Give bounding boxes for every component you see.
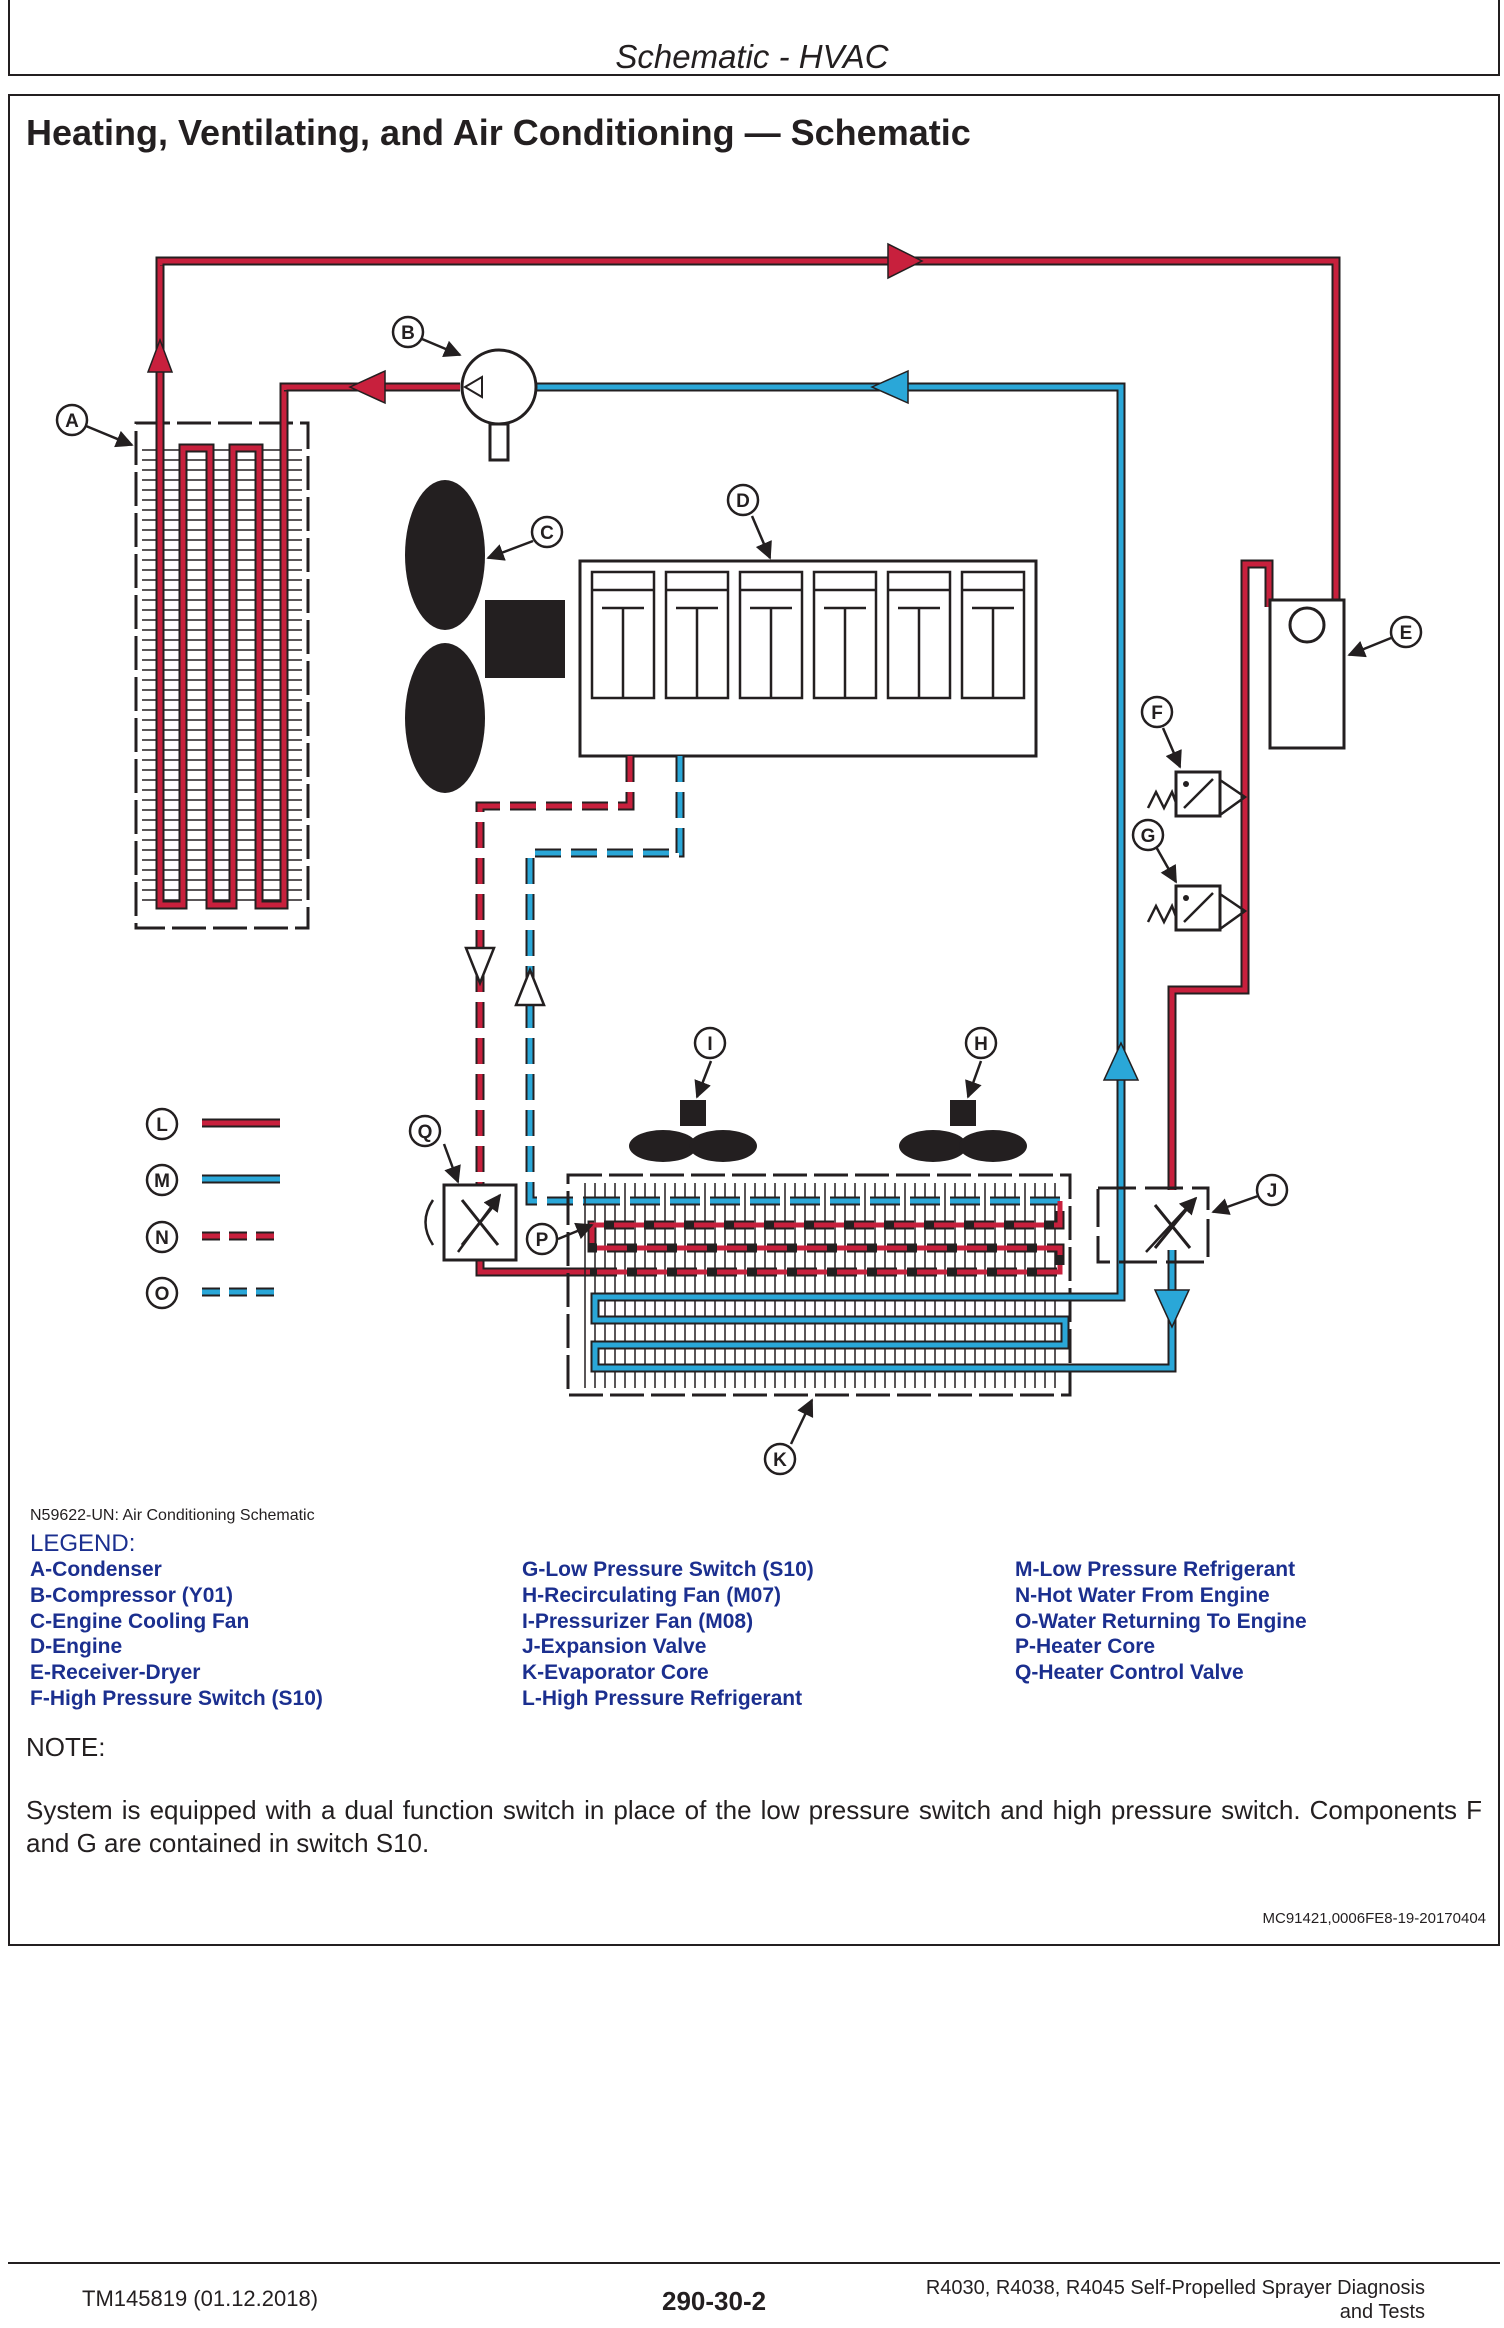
legend-item: N-Hot Water From Engine [1015,1583,1270,1607]
callout-d: D [736,491,750,512]
legend-item: H-Recirculating Fan (M07) [522,1583,782,1607]
flow-arrows [146,242,1191,1329]
footer-title-line-2: and Tests [1339,2301,1425,2323]
legend-item: O-Water Returning To Engine [1015,1609,1307,1633]
pressurizer-fan [629,1100,757,1162]
expansion-valve [1096,1186,1210,1264]
callout-p: P [536,1230,549,1251]
callout-circles [55,315,1423,1476]
note-heading: NOTE: [26,1732,106,1762]
heater-control-valve [424,1183,518,1262]
note-text: System is equipped with a dual function … [26,1795,1482,1858]
hvac-schematic-diagram: A B C D E F G H I J K L M N O P Q [55,242,1423,1476]
header-frame [8,0,1500,76]
callout-i: I [707,1034,712,1055]
callout-l: L [156,1115,168,1136]
low-pressure-switch [1146,884,1248,932]
legend-item: P-Heater Core [1015,1635,1156,1659]
legend-item: E-Receiver-Dryer [30,1661,201,1685]
legend-item: A-Condenser [30,1558,162,1581]
callout-leaders [85,337,1392,1445]
legend-item: Q-Heater Control Valve [1015,1661,1244,1685]
legend-item: K-Evaporator Core [522,1661,709,1685]
line-type-key [202,1118,280,1297]
recirculating-fan [899,1100,1027,1162]
figure-id: N59622-UN: Air Conditioning Schematic [30,1507,315,1524]
condenser [134,265,310,930]
callout-m: M [154,1171,170,1192]
receiver-dryer [1268,598,1346,750]
footer-divider [8,2262,1500,2264]
legend-item: I-Pressurizer Fan (M08) [522,1609,754,1633]
content-frame [8,94,1500,1946]
legend-item: M-Low Pressure Refrigerant [1015,1558,1296,1581]
callout-a: A [65,411,79,432]
legend-column-1: A-Condenser B-Compressor (Y01) C-Engine … [30,1557,323,1712]
callout-g: G [1141,826,1156,847]
high-pressure-lines [155,256,1341,1190]
callout-e: E [1400,623,1413,644]
legend-column-2: G-Low Pressure Switch (S10) H-Recirculat… [522,1557,814,1712]
evaporator-and-heater-core [566,1173,1077,1397]
engine [578,559,1038,758]
legend-item: C-Engine Cooling Fan [30,1609,250,1633]
callout-o: O [155,1284,170,1305]
section-title: Heating, Ventilating, and Air Conditioni… [26,112,971,153]
callout-b: B [401,323,415,344]
legend-heading: LEGEND: [30,1530,136,1557]
coolant-lines [464,756,685,1277]
high-pressure-switch [1146,770,1248,818]
page-header-title: Schematic - HVAC [615,38,889,75]
legend-item: B-Compressor (Y01) [30,1583,234,1607]
callout-n: N [155,1228,169,1249]
footer-page-number: 290-30-2 [662,2286,767,2316]
footer-title-line-1: R4030, R4038, R4045 Self-Propelled Spray… [925,2277,1425,2299]
legend-item: F-High Pressure Switch (S10) [30,1686,323,1710]
callout-h: H [974,1034,988,1055]
callout-q: Q [418,1122,433,1143]
callout-j: J [1267,1181,1278,1202]
document-code: MC91421,0006FE8-19-20170404 [1262,1910,1487,1927]
callout-f: F [1151,703,1163,724]
compressor [460,348,538,462]
callout-c: C [540,523,554,544]
legend-item: G-Low Pressure Switch (S10) [522,1558,814,1581]
legend-item: L-High Pressure Refrigerant [522,1686,803,1710]
footer-manual-title: R4030, R4038, R4045 Self-Propelled Spray… [725,2276,1425,2324]
callout-k: K [773,1450,787,1471]
legend-item: D-Engine [30,1635,123,1659]
engine-cooling-fan [405,480,565,793]
legend-item: J-Expansion Valve [522,1635,707,1659]
footer-manual-id: TM145819 (01.12.2018) [82,2286,319,2311]
legend-column-3: M-Low Pressure Refrigerant N-Hot Water F… [1015,1557,1307,1686]
